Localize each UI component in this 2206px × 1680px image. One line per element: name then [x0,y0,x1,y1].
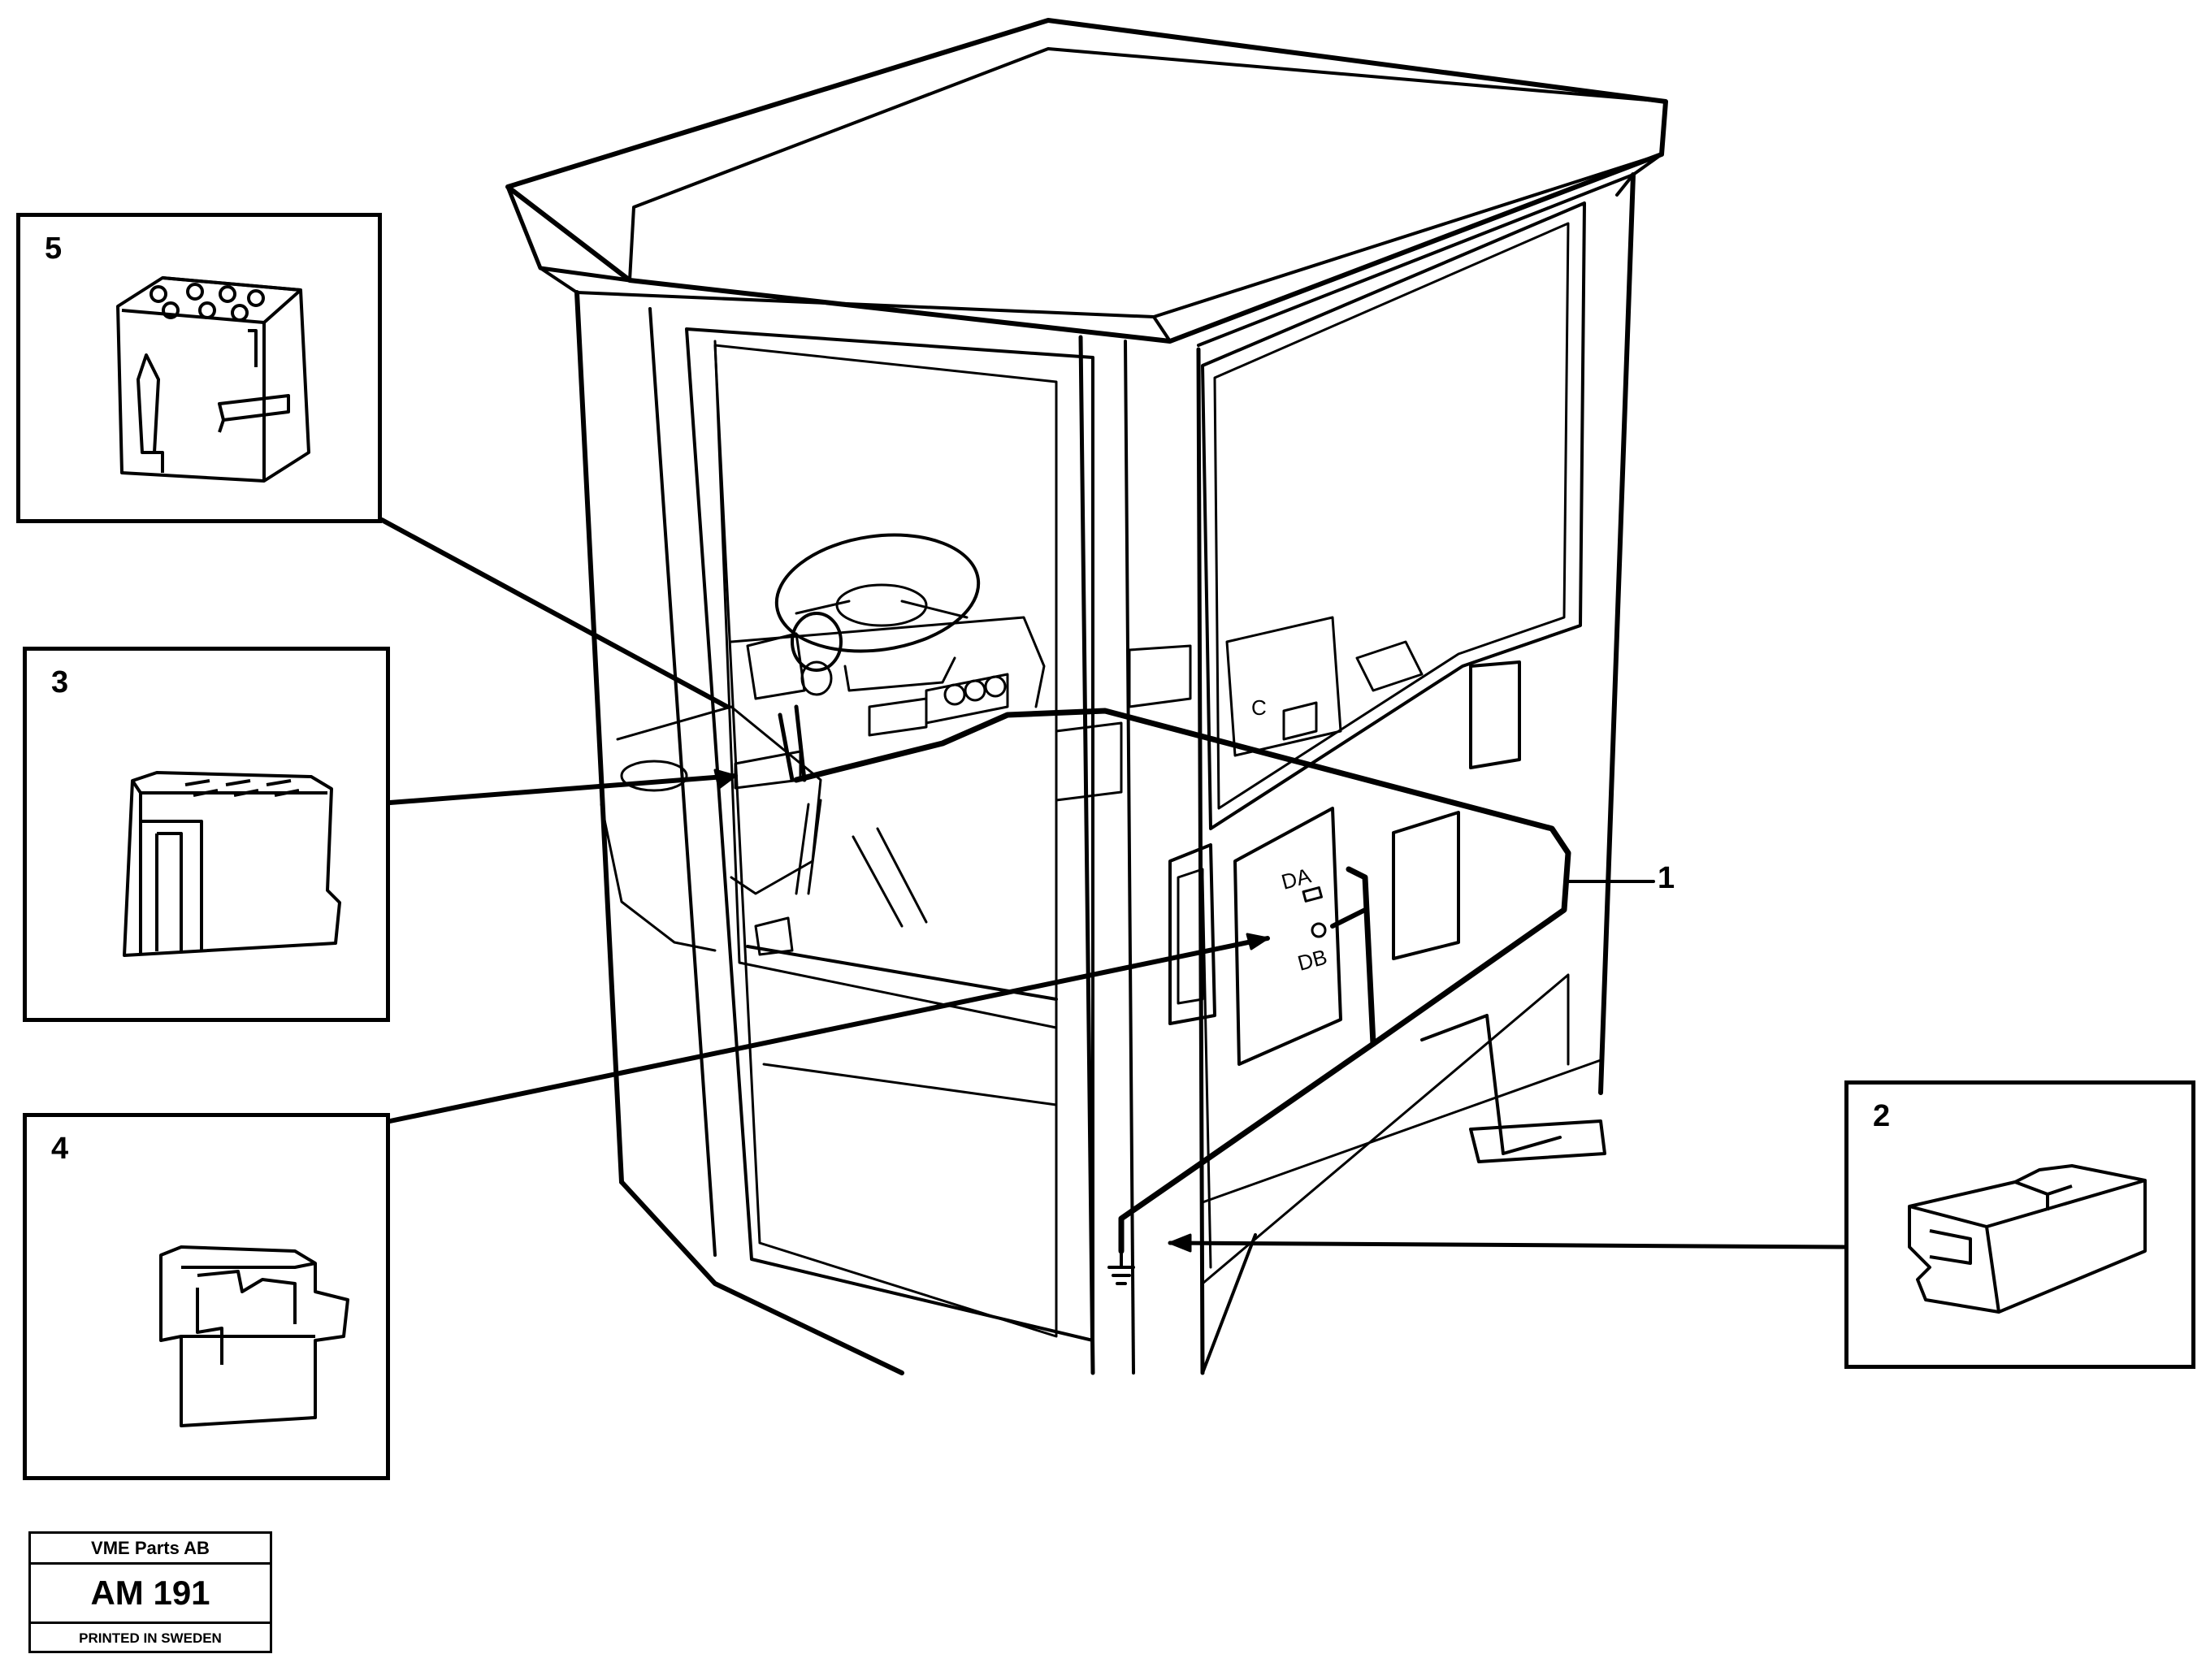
connector-5-icon [116,276,310,483]
wiring-harness-1 [734,704,1571,1285]
publisher-stamp: VME Parts AB AM 191 PRINTED IN SWEDEN [28,1531,272,1653]
callout-2-number: 2 [1873,1099,1891,1133]
panel-label-db: DB [1295,944,1330,975]
leader-lines [379,517,1847,1253]
callout-1-number: 1 [1658,861,1675,895]
electrical-panel: DA DB C [1168,695,1460,1066]
connector-2-icon [1908,1164,2147,1314]
cab-outline [505,18,1668,1375]
dashboard-and-steering [600,533,1521,956]
callout-4-number: 4 [51,1132,69,1166]
connector-4-icon [159,1245,349,1427]
stamp-code: AM 191 [31,1565,270,1624]
stamp-printed: PRINTED IN SWEDEN [79,1630,222,1646]
connector-3-icon [123,771,341,957]
callout-5-number: 5 [45,232,63,266]
stamp-company: VME Parts AB [31,1534,270,1565]
callout-3-number: 3 [51,665,69,699]
callout-4: 4 [23,1113,390,1480]
callout-2: 2 [1844,1080,2195,1369]
callout-3: 3 [23,647,390,1022]
callout-5: 5 [16,213,382,523]
panel-label-c: C [1251,695,1267,720]
